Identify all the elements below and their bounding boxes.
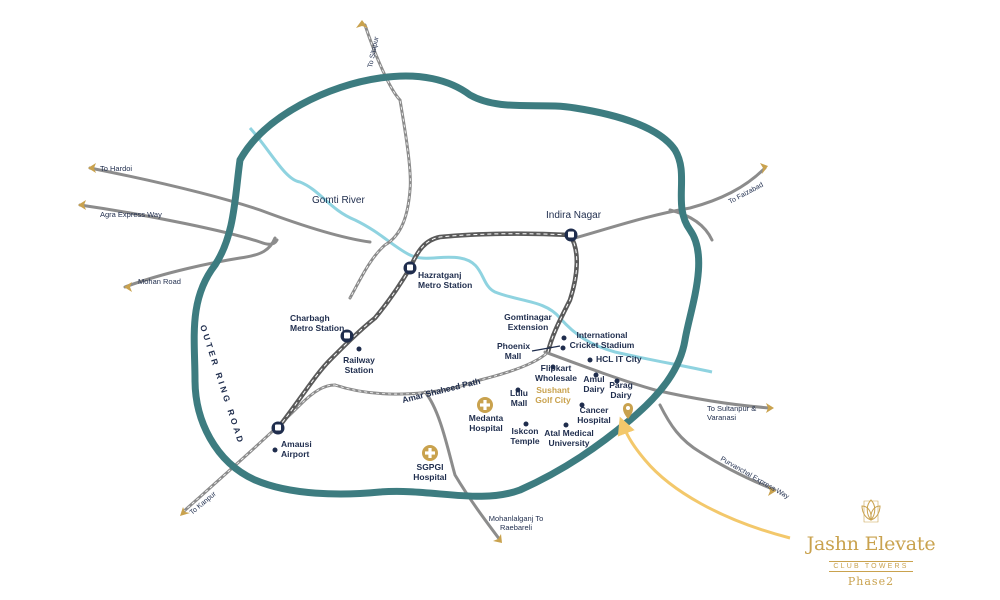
hospital-icon bbox=[422, 445, 438, 461]
lotus-logo-icon bbox=[861, 499, 881, 523]
arrow-icon bbox=[180, 507, 190, 516]
project-pointer-arrow bbox=[617, 416, 791, 540]
brand-name: Jashn Elevate bbox=[806, 533, 936, 555]
location-pin-icon bbox=[623, 403, 633, 419]
gomtinagar-label: Gomtinagar Extension bbox=[504, 312, 552, 332]
sgpgi-label: SGPGI Hospital bbox=[413, 462, 447, 482]
sushant-golf-city-label: Sushant Golf City bbox=[535, 385, 571, 405]
parag-dairy-label: Parag Dairy bbox=[609, 380, 633, 400]
phoenix-pointer bbox=[531, 345, 561, 352]
amausi-label: Amausi Airport bbox=[281, 439, 312, 459]
brand-subtitle: CLUB TOWERS bbox=[829, 561, 913, 572]
railway-station-label: Railway Station bbox=[343, 355, 375, 375]
hcl-it-city-label: HCL IT City bbox=[596, 354, 642, 364]
cricket-stadium-label: International Cricket Stadium bbox=[569, 330, 635, 350]
iskcon-label: Iskcon Temple bbox=[510, 426, 540, 446]
agra-expressway-label: Agra Express Way bbox=[100, 210, 162, 219]
metro-station-icon bbox=[564, 228, 578, 242]
brand-phase: Phase2 bbox=[847, 575, 895, 588]
medanta-label: Medanta Hospital bbox=[468, 413, 504, 433]
indira-nagar-label: Indira Nagar bbox=[546, 210, 602, 221]
gomti-river-label: Gomti River bbox=[312, 195, 365, 206]
arrow-icon bbox=[88, 163, 96, 173]
brand-logo-block: Jashn Elevate CLUB TOWERS Phase2 bbox=[806, 496, 936, 588]
place-dots bbox=[272, 335, 620, 453]
metro-station-icon bbox=[403, 261, 417, 275]
arrow-icon bbox=[760, 163, 768, 174]
hospital-icon bbox=[477, 397, 493, 413]
outer-ring-road bbox=[190, 72, 703, 500]
amar-shaheed-label: Amar Shaheed Path bbox=[401, 376, 481, 405]
lulu-mall-label: Lulu Mall bbox=[510, 388, 528, 408]
metro-station-icon bbox=[340, 329, 354, 343]
metro-stations bbox=[271, 228, 578, 435]
purvanchal-label: Purvanchal Express Way bbox=[719, 456, 790, 501]
hardoi-label: To Hardoi bbox=[100, 164, 133, 173]
mohan-road-label: Mohan Road bbox=[138, 277, 181, 286]
raebareli-label: Mohanlalganj To Raebareli bbox=[488, 514, 544, 532]
direction-arrows bbox=[78, 20, 776, 543]
arrow-icon bbox=[768, 486, 776, 496]
sultanpur-label: To Sultanpur & Varanasi bbox=[707, 404, 757, 422]
gomti-river bbox=[248, 126, 713, 374]
atal-university-label: Atal Medical University bbox=[544, 428, 594, 448]
flipkart-label: Flipkart Wholesale bbox=[534, 363, 578, 383]
metro-station-icon bbox=[271, 421, 285, 435]
arrow-icon bbox=[124, 282, 132, 292]
arrow-icon bbox=[493, 534, 502, 543]
phoenix-mall-label: Phoenix Mall bbox=[497, 341, 531, 361]
amul-dairy-label: Amul Dairy bbox=[583, 374, 605, 394]
arrow-icon bbox=[766, 403, 774, 413]
cancer-hospital-label: Cancer Hospital bbox=[577, 405, 611, 425]
arrow-icon bbox=[356, 20, 368, 28]
hazratganj-label: Hazratganj Metro Station bbox=[418, 270, 473, 290]
arrow-icon bbox=[78, 200, 86, 210]
charbagh-label: Charbagh Metro Station bbox=[290, 313, 345, 333]
